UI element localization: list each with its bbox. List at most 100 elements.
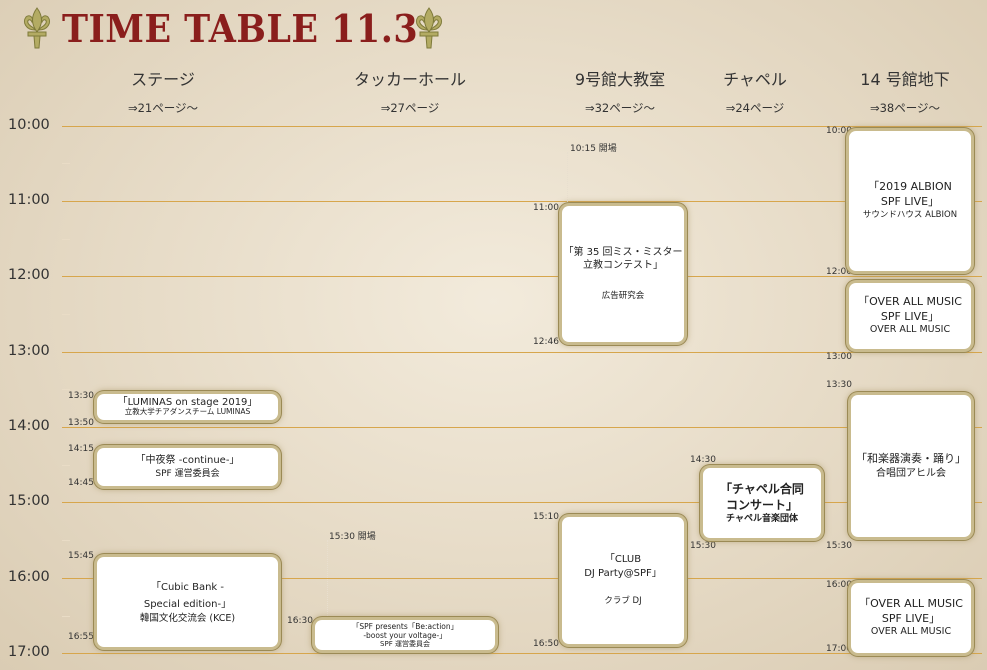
event-title: Special edition-」 [143, 598, 232, 610]
event-organizer: 合唱団アヒル会 [876, 467, 946, 479]
time-mark: 14:45 [68, 478, 94, 488]
event-title: 「OVER ALL MUSIC [859, 596, 963, 610]
event-title: 「チャペル合同 [720, 481, 804, 496]
hour-label: 13:00 [8, 343, 50, 359]
event-over-all-music-live-2[interactable]: 「OVER ALL MUSIC SPF LIVE」 OVER ALL MUSIC [851, 583, 971, 653]
time-mark: 15:30 開場 [329, 532, 376, 542]
time-mark: 17:00 [826, 644, 852, 654]
time-mark: 15:30 [690, 541, 716, 551]
event-title: 「Cubic Bank - [150, 581, 225, 593]
event-miss-mister-contest[interactable]: 「第 35 回ミス・ミスター 立教コンテスト」 広告研究会 [562, 206, 684, 342]
event-title: SPF LIVE」 [881, 611, 941, 625]
event-luminas-on-stage[interactable]: 「LUMINAS on stage 2019」 立教大学チアダンスチーム LUM… [97, 394, 278, 420]
half-hour-tick [62, 163, 70, 164]
time-mark: 16:30 [287, 616, 313, 626]
event-title: 立教コンテスト」 [583, 260, 663, 272]
time-mark: 12:46 [533, 337, 559, 347]
column-header-building14: 14 号館地下 [860, 70, 950, 89]
event-albion-live[interactable]: 「2019 ALBION SPF LIVE」 サウンドハウス ALBION [849, 131, 971, 271]
doors-open-guide [327, 540, 328, 620]
event-cubic-bank[interactable]: 「Cubic Bank - Special edition-」 韓国文化交流会 … [97, 557, 278, 647]
event-organizer: OVER ALL MUSIC [870, 626, 952, 638]
half-hour-tick [62, 239, 70, 240]
time-mark: 13:30 [826, 380, 852, 390]
column-page-ref-stage: ⇒21ページ～ [127, 101, 199, 115]
event-chapel-concert[interactable]: 「チャペル合同 コンサート」 チャペル音楽団体 [703, 468, 821, 538]
time-mark: 16:00 [826, 580, 852, 590]
event-organizer: チャペル音楽団体 [726, 514, 798, 525]
hour-label: 12:00 [8, 267, 50, 283]
event-title: コンサート」 [725, 497, 798, 512]
time-mark: 15:10 [533, 512, 559, 522]
column-page-ref-building14: ⇒38ページ～ [869, 101, 941, 115]
fleur-de-lis-icon [415, 7, 443, 49]
column-page-ref-chapel: ⇒24ページ [725, 101, 785, 115]
event-over-all-music-live[interactable]: 「OVER ALL MUSIC SPF LIVE」 OVER ALL MUSIC [849, 283, 971, 349]
hour-gridline [62, 427, 982, 428]
time-mark: 12:00 [826, 267, 852, 277]
column-page-ref-building9: ⇒32ページ～ [584, 101, 656, 115]
event-title: 「第 35 回ミス・ミスター [563, 246, 683, 258]
event-title: 「SPF presents「Be:action」 [351, 621, 459, 631]
time-mark: 13:50 [68, 418, 94, 428]
half-hour-tick [62, 389, 70, 390]
event-spf-presents[interactable]: 「SPF presents「Be:action」 -boost your vol… [315, 620, 495, 650]
time-mark: 13:00 [826, 352, 852, 362]
half-hour-tick [62, 314, 70, 315]
half-hour-tick [62, 540, 70, 541]
doors-open-guide [567, 152, 568, 202]
event-title: SPF LIVE」 [880, 309, 940, 323]
hour-label: 10:00 [8, 117, 50, 133]
hour-gridline [62, 201, 982, 202]
event-club-dj-party[interactable]: 「CLUB DJ Party@SPF」 クラブ DJ [562, 517, 684, 644]
hour-gridline [62, 126, 982, 127]
hour-gridline [62, 578, 982, 579]
event-organizer: 韓国文化交流会 (KCE) [139, 612, 236, 624]
event-title: -boost your voltage-」 [363, 630, 447, 640]
hour-gridline [62, 276, 982, 277]
hour-gridline [62, 653, 982, 654]
event-title: 「CLUB [604, 554, 642, 566]
event-organizer: クラブ DJ [604, 596, 642, 607]
time-mark: 14:15 [68, 444, 94, 454]
fleur-de-lis-icon [23, 7, 51, 49]
event-title: 「和楽器演奏・踊り」 [856, 451, 966, 465]
time-mark: 15:30 [826, 541, 852, 551]
column-header-chapel: チャペル [723, 70, 787, 89]
event-title: 「LUMINAS on stage 2019」 [117, 396, 258, 408]
hour-label: 16:00 [8, 569, 50, 585]
event-organizer: サウンドハウス ALBION [862, 210, 958, 221]
event-midnight-festival[interactable]: 「中夜祭 -continue-」 SPF 運営委員会 [97, 448, 278, 486]
event-title: 「中夜祭 -continue-」 [135, 455, 240, 467]
page-title: TIME TABLE 11.3 [62, 6, 419, 51]
hour-label: 17:00 [8, 644, 50, 660]
hour-label: 11:00 [8, 192, 50, 208]
hour-label: 14:00 [8, 418, 50, 434]
time-mark: 11:00 [533, 203, 559, 213]
event-wagakki[interactable]: 「和楽器演奏・踊り」 合唱団アヒル会 [851, 395, 971, 537]
time-mark: 13:30 [68, 391, 94, 401]
time-mark: 14:30 [690, 455, 716, 465]
column-header-building9: 9号館大教室 [574, 70, 666, 89]
time-mark: 10:15 開場 [570, 144, 617, 154]
event-title: DJ Party@SPF」 [584, 567, 662, 579]
half-hour-tick [62, 616, 70, 617]
hour-gridline [62, 352, 982, 353]
column-page-ref-tucker-hall: ⇒27ページ [380, 101, 440, 115]
event-organizer: 広告研究会 [601, 290, 645, 301]
column-header-tucker-hall: タッカーホール [353, 70, 466, 89]
event-organizer: OVER ALL MUSIC [869, 324, 951, 336]
event-organizer: SPF 運営委員会 [155, 468, 220, 479]
time-mark: 15:45 [68, 551, 94, 561]
event-title: 「2019 ALBION [868, 180, 952, 194]
column-header-stage: ステージ [131, 70, 195, 89]
event-title: 「OVER ALL MUSIC [858, 294, 962, 308]
hour-label: 15:00 [8, 493, 50, 509]
event-organizer: SPF 運営委員会 [380, 639, 430, 648]
time-mark: 16:50 [533, 639, 559, 649]
hour-gridline [62, 502, 982, 503]
event-organizer: 立教大学チアダンスチーム LUMINAS [124, 407, 251, 417]
half-hour-tick [62, 465, 70, 466]
event-title: SPF LIVE」 [880, 195, 940, 209]
time-mark: 10:00 [826, 126, 852, 136]
